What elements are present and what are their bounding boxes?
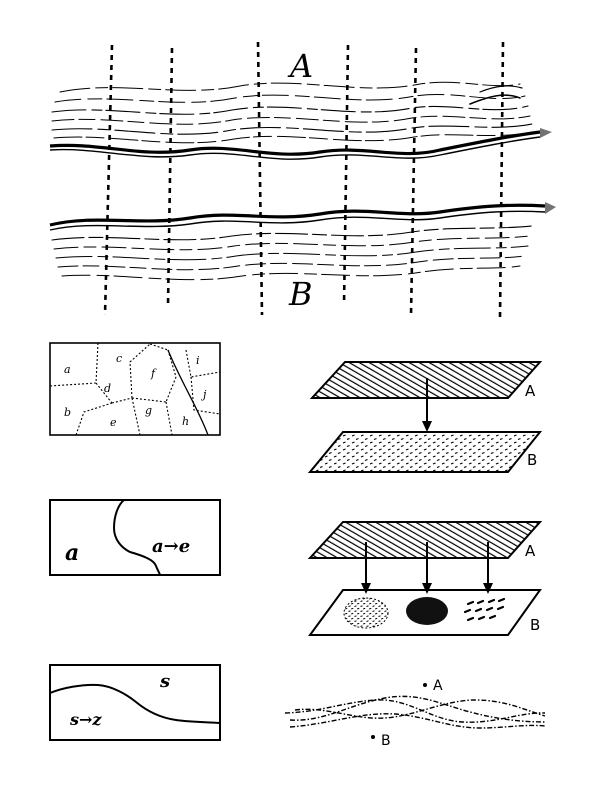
region-label-b: b (64, 406, 71, 419)
region-label-g: g (145, 404, 152, 417)
layer-induction-diagram-2: A B (307, 521, 543, 636)
panel1-right-label: a→e (152, 536, 190, 557)
region-label-i: i (196, 354, 200, 367)
point-b-marker (371, 735, 375, 739)
boundary-panel-2: s s→z (49, 664, 221, 741)
hatched-layer-a-2 (307, 521, 543, 559)
tissue-fibers-figure: A B (49, 41, 556, 319)
region-label-h: h (182, 415, 189, 428)
layer-induction-diagram-1: A B (307, 361, 543, 473)
point-a-marker (423, 683, 427, 687)
vertical-dotted-guides (103, 41, 505, 319)
layer2-label-a: A (525, 542, 536, 560)
boundary-panel-1: a a→e (49, 499, 221, 576)
region-label-j: j (200, 388, 207, 401)
panel1-left-label: a (65, 540, 79, 566)
layer1-label-b: B (527, 451, 537, 469)
wave-line-4 (289, 713, 546, 729)
top-label-a: A (287, 47, 313, 85)
wave-line-1 (284, 699, 546, 723)
layer2-label-b: B (530, 616, 540, 634)
lower-membrane-line (49, 203, 546, 227)
wave-label-a: A (433, 678, 443, 694)
region-label-e: e (110, 416, 117, 429)
region-label-a: a (64, 363, 71, 376)
region-label-d: d (104, 382, 111, 395)
region-label-c: c (116, 352, 122, 365)
scattered-patch (463, 597, 506, 622)
mosaic-panel: a b c d e f g h i j (49, 342, 221, 436)
lower-fiber-bundle (51, 225, 533, 281)
dashed-layer-b-1 (307, 431, 543, 473)
layer1-label-a: A (525, 382, 536, 400)
intertwined-waves-diagram (284, 695, 546, 729)
dashed-patch (343, 597, 389, 629)
region-label-f: f (150, 367, 157, 380)
upper-fiber-bundle (51, 81, 535, 144)
upper-membrane-line (49, 130, 541, 156)
top-label-b: B (288, 275, 313, 313)
solid-patch (406, 597, 448, 625)
panel2-top-label: s (159, 671, 170, 692)
panel2-bottom-label: s→z (69, 710, 102, 729)
wave-label-b: B (381, 733, 391, 749)
wave-line-2 (289, 695, 546, 723)
wave-line-3 (294, 699, 546, 719)
